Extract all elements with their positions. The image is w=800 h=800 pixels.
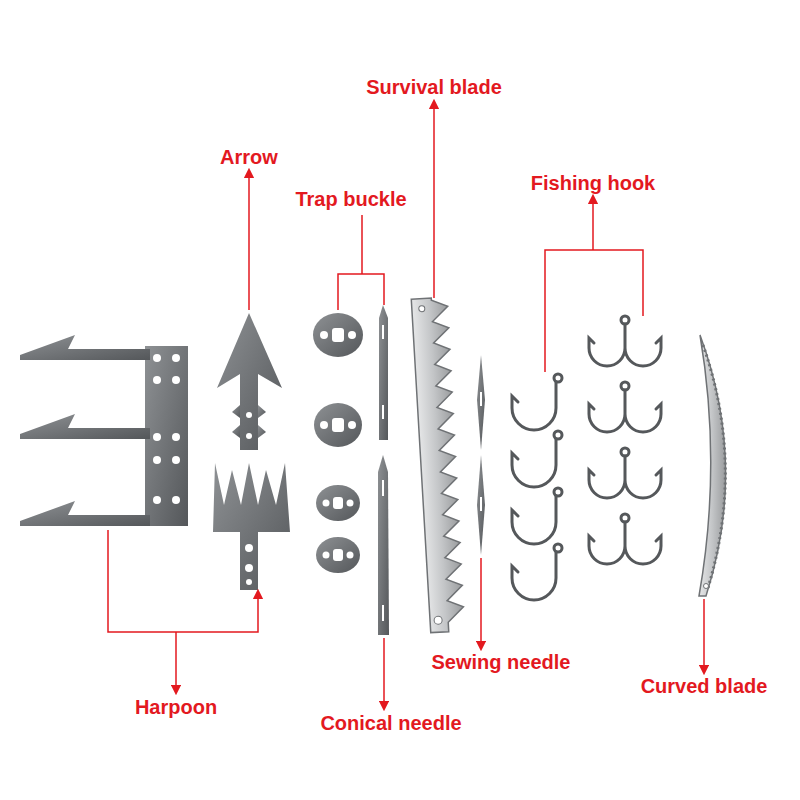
sewing-needle-part (477, 355, 485, 555)
part-label: Fishing hook (531, 172, 655, 195)
part-label: Sewing needle (432, 651, 571, 674)
part-label: Trap buckle (295, 188, 406, 211)
single-hook (512, 544, 562, 600)
double-hook (589, 448, 661, 498)
arrow-head-part (217, 313, 282, 450)
harpoon-part (20, 335, 188, 526)
part-label: Conical needle (320, 712, 461, 735)
fishing-hook-part (512, 316, 661, 600)
single-hook (512, 431, 562, 487)
double-hook (589, 382, 661, 432)
curved-blade-part (699, 335, 726, 596)
part-label: Curved blade (641, 675, 768, 698)
trap-buckle-part (313, 313, 363, 573)
single-hook (512, 374, 562, 430)
double-hook (589, 316, 661, 366)
single-hook (512, 488, 562, 544)
part-label: Arrow (220, 146, 278, 169)
harpoon-spike-part (213, 463, 290, 590)
double-hook (589, 514, 661, 564)
conical-needle-part (378, 305, 389, 635)
leader-line (108, 104, 704, 706)
survival-blade-part (411, 297, 464, 632)
part-label: Survival blade (366, 76, 502, 99)
part-label: Harpoon (135, 696, 217, 719)
